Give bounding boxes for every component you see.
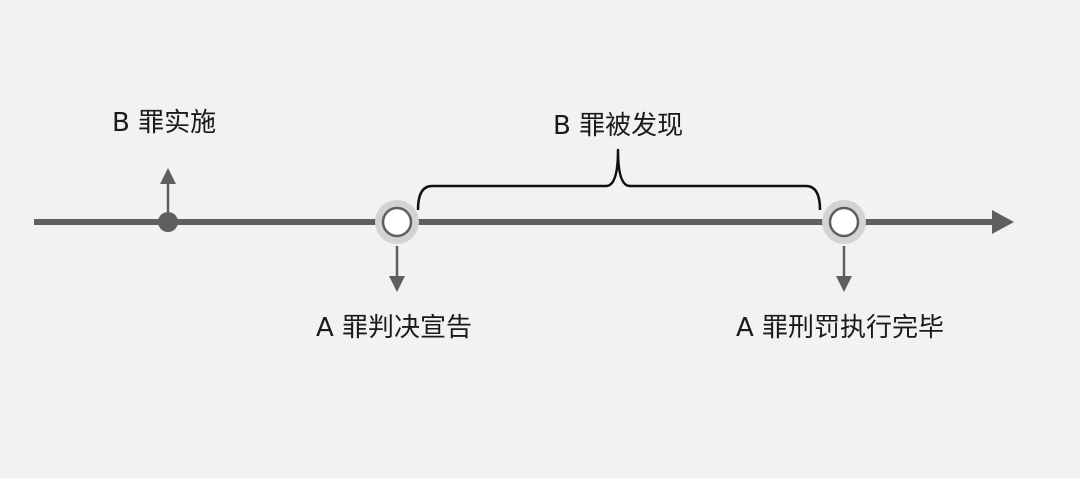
b-committed-arrow-head	[160, 168, 176, 184]
b-committed-dot	[158, 212, 178, 232]
a-judgment-arrow-head	[389, 276, 405, 292]
a-completed-open-circle	[828, 206, 860, 238]
b-crime-discovered-label: B 罪被发现	[553, 111, 684, 141]
timeline-arrowhead	[992, 210, 1014, 234]
b-crime-committed-label: B 罪实施	[112, 108, 217, 138]
a-sentence-completed-label: A 罪刑罚执行完毕	[736, 313, 945, 343]
discovery-interval-brace	[416, 148, 822, 211]
a-judgment-announced-label: A 罪判决宣告	[316, 313, 473, 343]
a-judgment-open-circle	[381, 206, 413, 238]
a-completed-arrow-head	[836, 276, 852, 292]
